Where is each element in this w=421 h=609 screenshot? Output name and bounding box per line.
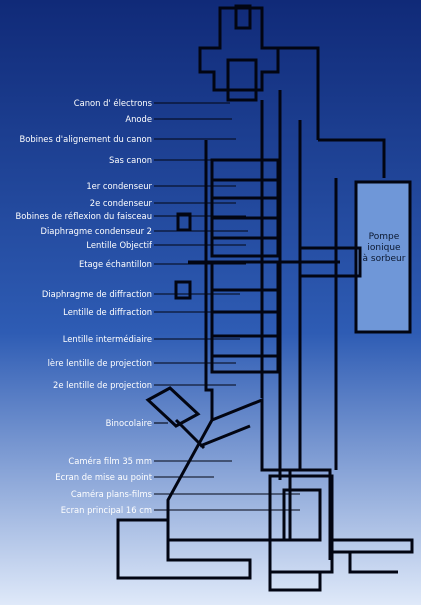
- component-label: Etage échantillon: [78, 259, 152, 269]
- component-label: 1er condenseur: [86, 181, 152, 191]
- gun-top: [234, 4, 252, 30]
- viewing-chamber: [199, 397, 290, 472]
- pump-label: Pompe ionique à sorbeur: [362, 232, 406, 265]
- component-label: Lentille Objectif: [86, 240, 152, 250]
- pump-box: [354, 180, 412, 334]
- component-label: Diaphragme condenseur 2: [40, 226, 152, 236]
- component-label: Sas canon: [109, 155, 152, 165]
- component-label: Diaphragme de diffraction: [41, 289, 152, 299]
- binocular: [145, 386, 201, 428]
- component-label: Caméra plans-films: [70, 489, 152, 499]
- pump-label-line: à sorbeur: [362, 254, 406, 264]
- column-outline: [116, 4, 414, 592]
- component-label: 2e condenseur: [89, 198, 152, 208]
- component-label: lère lentille de projection: [47, 358, 152, 368]
- gun-core: [226, 58, 258, 102]
- component-label: Lentille intermédiaire: [62, 334, 152, 344]
- component-label: Lentille de diffraction: [63, 307, 152, 317]
- component-label: Ecran de mise au point: [55, 472, 152, 482]
- camera-block: [268, 474, 334, 574]
- component-label: Caméra film 35 mm: [68, 456, 152, 466]
- support-column: [262, 46, 320, 140]
- component-label: Canon d' électrons: [73, 98, 152, 108]
- component-label: 2e lentille de projection: [53, 380, 152, 390]
- component-label: Bobines de réflexion du faisceau: [15, 211, 152, 221]
- leader-lines: [154, 102, 300, 511]
- component-label: Binocolaire: [105, 418, 152, 428]
- base: [116, 518, 252, 580]
- lens-stack-top: [210, 158, 280, 258]
- component-label: Anode: [125, 114, 152, 124]
- component-label: Bobines d'alignement du canon: [19, 134, 152, 144]
- pump-label-line: ionique: [367, 243, 401, 253]
- component-label: Ecran principal 16 cm: [60, 505, 152, 515]
- specimen-stage: [188, 246, 362, 278]
- pump-label-line: Pompe: [368, 232, 400, 242]
